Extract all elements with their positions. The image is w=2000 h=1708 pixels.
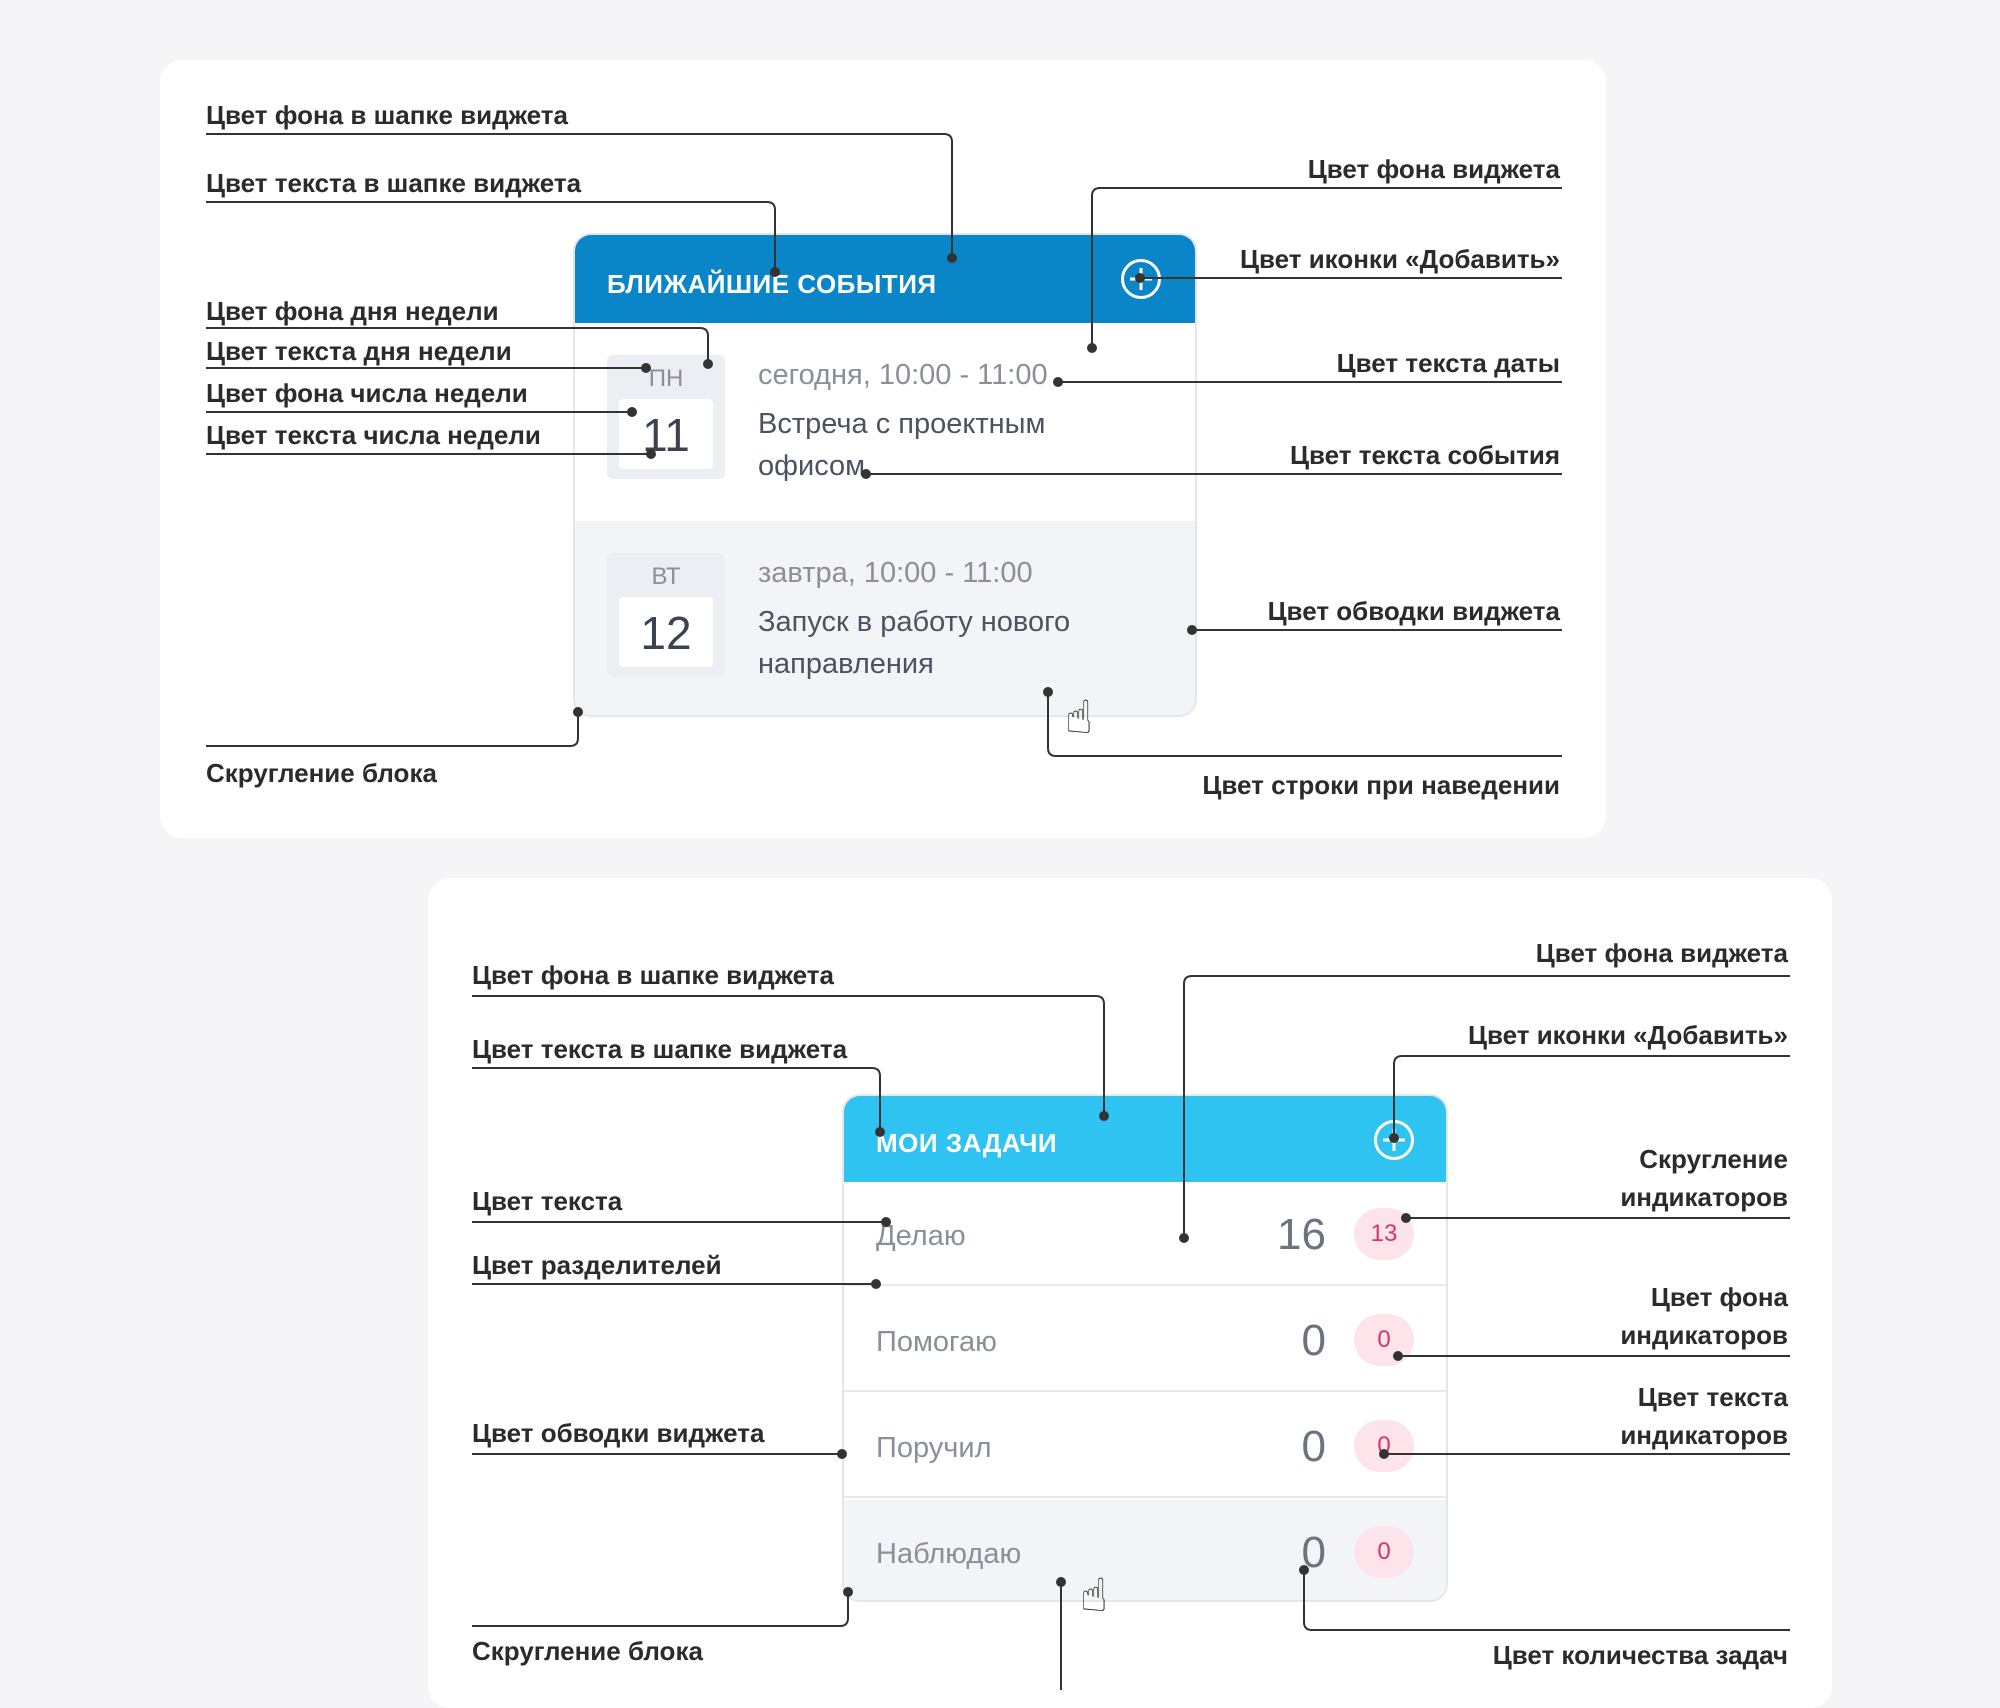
label-widget-bg: Цвет фона виджета bbox=[1535, 938, 1788, 968]
tasks-widget: МОИ ЗАДАЧИ Делаю 16 13 Помогаю 0 0 Поруч… bbox=[842, 1094, 1448, 1602]
task-indicator: 0 bbox=[1354, 1420, 1414, 1472]
label-dividers: Цвет разделителей bbox=[472, 1250, 722, 1280]
task-row-hovered[interactable]: Наблюдаю 0 0 bbox=[844, 1500, 1446, 1600]
add-event-icon[interactable] bbox=[1121, 259, 1161, 299]
tasks-widget-title: МОИ ЗАДАЧИ bbox=[876, 1128, 1058, 1158]
label-indicator-text: Цвет текста индикаторов bbox=[1620, 1382, 1788, 1450]
task-indicator: 0 bbox=[1354, 1314, 1414, 1366]
task-row[interactable]: Делаю 16 13 bbox=[844, 1182, 1446, 1286]
label-widget-border: Цвет обводки виджета bbox=[1267, 596, 1560, 626]
label-row-hover: Цвет строки при наведении bbox=[1202, 770, 1560, 800]
day-number: 12 bbox=[619, 597, 713, 667]
event-title: Встреча с проектным офисом bbox=[758, 408, 1046, 482]
event-date: завтра, 10:00 - 11:00 bbox=[758, 557, 1033, 589]
label-daynum-bg: Цвет фона числа недели bbox=[206, 378, 528, 408]
label-block-radius: Скругление блока bbox=[472, 1636, 703, 1666]
events-widget-title: БЛИЖАЙШИЕ СОБЫТИЯ bbox=[607, 269, 937, 299]
task-indicator: 0 bbox=[1354, 1526, 1414, 1578]
calendar-badge: ВТ 12 bbox=[607, 553, 725, 677]
label-widget-bg: Цвет фона виджета bbox=[1307, 154, 1560, 184]
label-date-text: Цвет текста даты bbox=[1336, 348, 1560, 378]
task-row[interactable]: Помогаю 0 0 bbox=[844, 1288, 1446, 1392]
task-indicator: 13 bbox=[1354, 1208, 1414, 1260]
task-count: 0 bbox=[1301, 1316, 1326, 1365]
label-event-text: Цвет текста события bbox=[1290, 440, 1560, 470]
tasks-widget-header: МОИ ЗАДАЧИ bbox=[844, 1096, 1446, 1182]
task-row-label: Наблюдаю bbox=[876, 1538, 1022, 1570]
label-header-text: Цвет текста в шапке виджета bbox=[472, 1034, 848, 1064]
label-add-icon: Цвет иконки «Добавить» bbox=[1467, 1020, 1788, 1050]
task-row-label: Делаю bbox=[876, 1220, 966, 1252]
calendar-badge: ПН 11 bbox=[607, 355, 725, 479]
label-header-text: Цвет текста в шапке виджета bbox=[206, 168, 582, 198]
events-widget-header: БЛИЖАЙШИЕ СОБЫТИЯ bbox=[575, 235, 1195, 323]
label-text: Цвет текста bbox=[472, 1186, 623, 1216]
add-task-icon[interactable] bbox=[1374, 1120, 1414, 1160]
label-indicator-radius: Скругление индикаторов bbox=[1620, 1144, 1788, 1212]
events-widget: БЛИЖАЙШИЕ СОБЫТИЯ ПН 11 сегодня, 10:00 -… bbox=[573, 233, 1197, 717]
task-count: 0 bbox=[1301, 1528, 1326, 1577]
hand-pointer-icon: ☝ bbox=[1080, 1569, 1109, 1621]
label-daynum-text: Цвет текста числа недели bbox=[206, 420, 541, 450]
label-header-bg: Цвет фона в шапке виджета bbox=[472, 960, 834, 990]
hand-pointer-icon: ☝ bbox=[1065, 691, 1094, 743]
task-row[interactable]: Поручил 0 0 bbox=[844, 1394, 1446, 1498]
label-dow-text: Цвет текста дня недели bbox=[206, 336, 512, 366]
task-count: 0 bbox=[1301, 1422, 1326, 1471]
task-row-label: Поручил bbox=[876, 1432, 992, 1464]
label-task-count: Цвет количества задач bbox=[1492, 1640, 1788, 1670]
event-date: сегодня, 10:00 - 11:00 bbox=[758, 359, 1048, 391]
label-block-radius: Скругление блока bbox=[206, 758, 437, 788]
task-row-label: Помогаю bbox=[876, 1326, 997, 1358]
label-dow-bg: Цвет фона дня недели bbox=[206, 296, 499, 326]
day-of-week: ВТ bbox=[651, 563, 681, 590]
task-count: 16 bbox=[1277, 1210, 1326, 1259]
day-number: 11 bbox=[619, 399, 713, 469]
label-header-bg: Цвет фона в шапке виджета bbox=[206, 100, 568, 130]
day-of-week: ПН bbox=[648, 365, 684, 392]
label-widget-border: Цвет обводки виджета bbox=[472, 1418, 765, 1448]
event-title: Запуск в работу нового направления bbox=[758, 606, 1071, 680]
label-add-icon: Цвет иконки «Добавить» bbox=[1239, 244, 1560, 274]
event-row[interactable]: ПН 11 сегодня, 10:00 - 11:00 Встреча с п… bbox=[575, 323, 1195, 519]
event-row-hovered[interactable]: ВТ 12 завтра, 10:00 - 11:00 Запуск в раб… bbox=[575, 521, 1195, 715]
label-indicator-bg: Цвет фона индикаторов bbox=[1620, 1282, 1788, 1350]
